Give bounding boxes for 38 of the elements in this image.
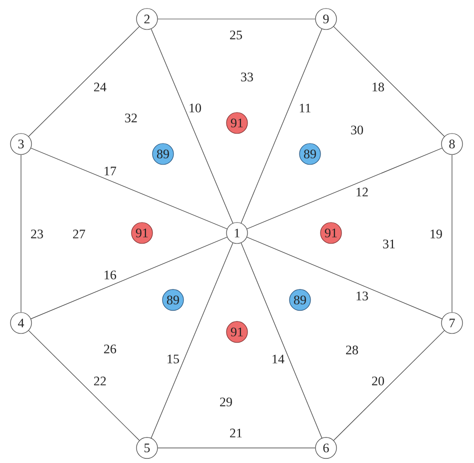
connector-line	[158, 18, 316, 20]
edge-label: 24	[94, 82, 106, 92]
region-label: 32	[125, 114, 137, 122]
edge-label: 10	[190, 104, 201, 112]
edge-label: 23	[31, 230, 43, 238]
connector-line	[150, 28, 234, 224]
edge-label: 11	[300, 104, 310, 112]
edge-label: 12	[356, 188, 368, 196]
edge-label: 21	[230, 428, 242, 438]
edge-label: 19	[430, 230, 442, 238]
region-label: 29	[220, 398, 232, 406]
region-label: 31	[383, 240, 395, 248]
edge-label: 15	[168, 354, 179, 364]
edge-label: 22	[94, 376, 106, 386]
connector-line	[333, 26, 445, 137]
edge-label: 14	[272, 354, 284, 364]
connector-line	[28, 26, 140, 137]
connector-line	[30, 236, 228, 320]
region-label: 33	[241, 72, 253, 82]
connector-line	[20, 154, 22, 312]
edge-label: 18	[372, 82, 384, 92]
edge-label: 16	[104, 270, 116, 280]
connector-line	[30, 148, 228, 230]
connector-line	[333, 330, 445, 441]
connector-line	[240, 242, 322, 438]
region-label: 27	[73, 230, 86, 238]
edge-label: 17	[104, 166, 116, 176]
region-label: 28	[346, 346, 358, 354]
connector-line	[150, 242, 234, 438]
connector-line	[246, 148, 442, 230]
edge-label: 25	[230, 30, 242, 40]
region-label: 26	[104, 344, 116, 354]
connector-line	[246, 236, 442, 320]
connector-line	[28, 330, 140, 441]
edge-label: 13	[356, 292, 368, 300]
edge-label: 20	[372, 376, 384, 386]
connector-line	[240, 28, 322, 224]
region-label: 30	[351, 126, 363, 134]
